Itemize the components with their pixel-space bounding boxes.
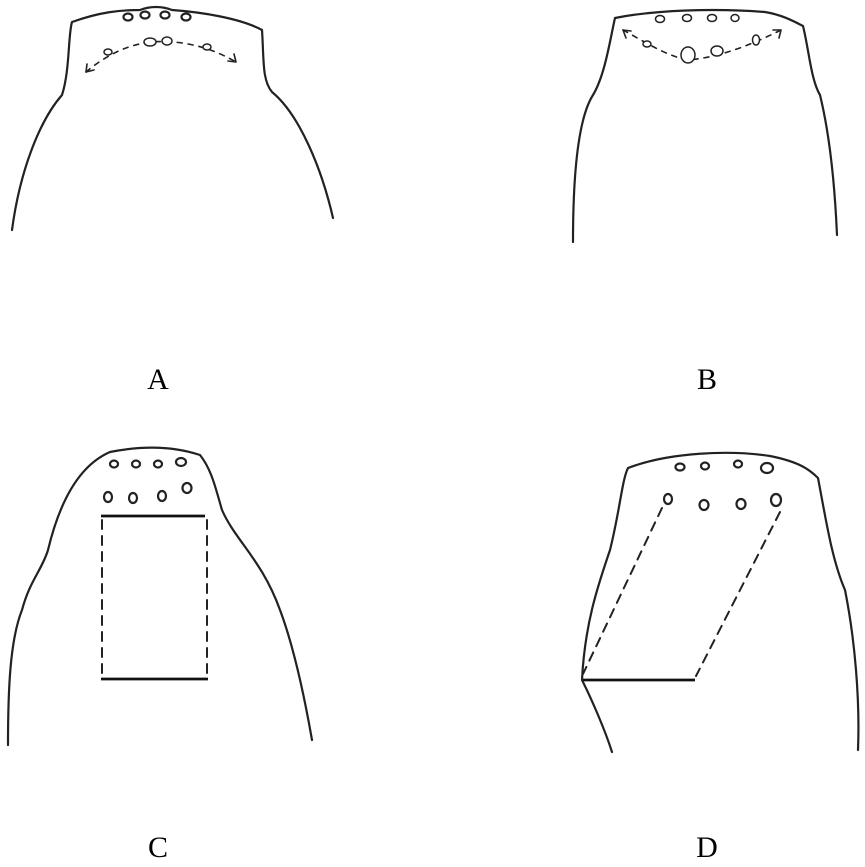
head-outline-a: [0, 0, 340, 240]
head-outline-c: [0, 440, 330, 760]
diagram-a: [0, 0, 340, 240]
diagram-c: [0, 440, 330, 760]
head-outline-b: [565, 0, 855, 250]
panel-label-a: A: [138, 365, 178, 395]
panel-label-d: D: [687, 833, 727, 863]
head-outline-d: [570, 440, 865, 760]
diagram-b: [565, 0, 855, 250]
diagram-d: [570, 440, 865, 760]
panel-label-c: C: [138, 833, 178, 863]
panel-label-b: B: [687, 365, 727, 395]
